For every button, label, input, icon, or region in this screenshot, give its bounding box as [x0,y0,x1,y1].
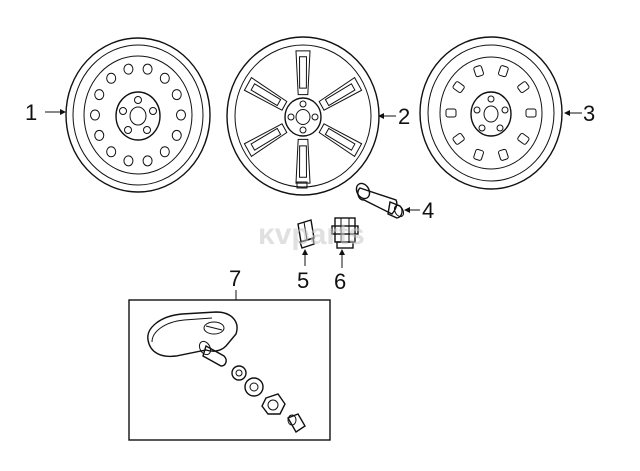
vent-hole [94,89,105,101]
wheel-spoke [318,76,363,111]
callout-1-leader [45,109,66,115]
spoke-groove [299,56,307,89]
vent-hole [106,146,117,158]
vent-hole [159,146,170,158]
vent-hole [159,72,170,84]
watermark: ᴋvparts [258,218,365,251]
wheel-spoke [295,50,311,96]
tpms-cap-icon[interactable] [286,413,306,433]
lug-nut-icon[interactable] [297,219,315,249]
tpms-kit-frame [128,299,331,441]
spoke-groove [324,127,356,151]
callout-1: 1 [25,100,37,125]
callout-5-leader [302,249,308,266]
wheel-spoke [243,76,288,111]
tpms-washer-icon[interactable] [244,377,264,397]
tpms-nut-icon[interactable] [261,393,286,415]
alloy-wheel-icon[interactable] [226,36,380,196]
vent-hole [90,109,100,121]
vent-hole [123,63,134,75]
vent-hole [142,63,153,75]
vent-hole [176,109,186,121]
callout-4-leader [404,207,420,213]
spare-wheel-icon[interactable] [419,36,563,190]
wheel-slot [452,81,465,94]
vent-hole [142,155,153,167]
spoke-groove [250,83,282,107]
wheel-spoke [295,138,311,184]
spoke-groove [250,127,282,151]
wheel-slot [473,65,484,78]
callout-2-leader [378,113,396,119]
wheel-slot [498,148,509,161]
vent-hole [106,72,117,84]
tpms-seal-icon[interactable] [231,365,247,381]
lug-nut-washer-icon[interactable] [331,217,359,249]
wheel-slot [517,81,530,94]
spoke-groove [324,83,356,107]
spoke-groove [299,145,307,178]
callout-6-leader [339,249,345,268]
vent-hole [123,155,134,167]
callout-6: 6 [334,269,346,294]
vent-hole [94,129,105,141]
wheel-slot [473,148,484,161]
valve-stem-icon[interactable] [354,181,406,219]
callout-3-leader [564,110,582,116]
callout-3: 3 [583,101,595,126]
vent-hole [171,129,182,141]
wheel-slot [525,108,537,118]
wheel-spoke [243,123,288,158]
wheel-slot [452,132,465,145]
callout-5: 5 [297,268,309,293]
vent-hole [171,89,182,101]
callout-2: 2 [398,104,410,129]
wheel-slot [498,65,509,78]
wheel-slot [517,132,530,145]
callout-7: 7 [229,266,241,291]
callout-4: 4 [422,198,434,223]
wheel-slot [445,108,457,118]
steel-wheel-icon[interactable] [65,37,211,193]
wheel-spoke [318,123,363,158]
tpms-sensor-icon[interactable] [147,311,238,367]
